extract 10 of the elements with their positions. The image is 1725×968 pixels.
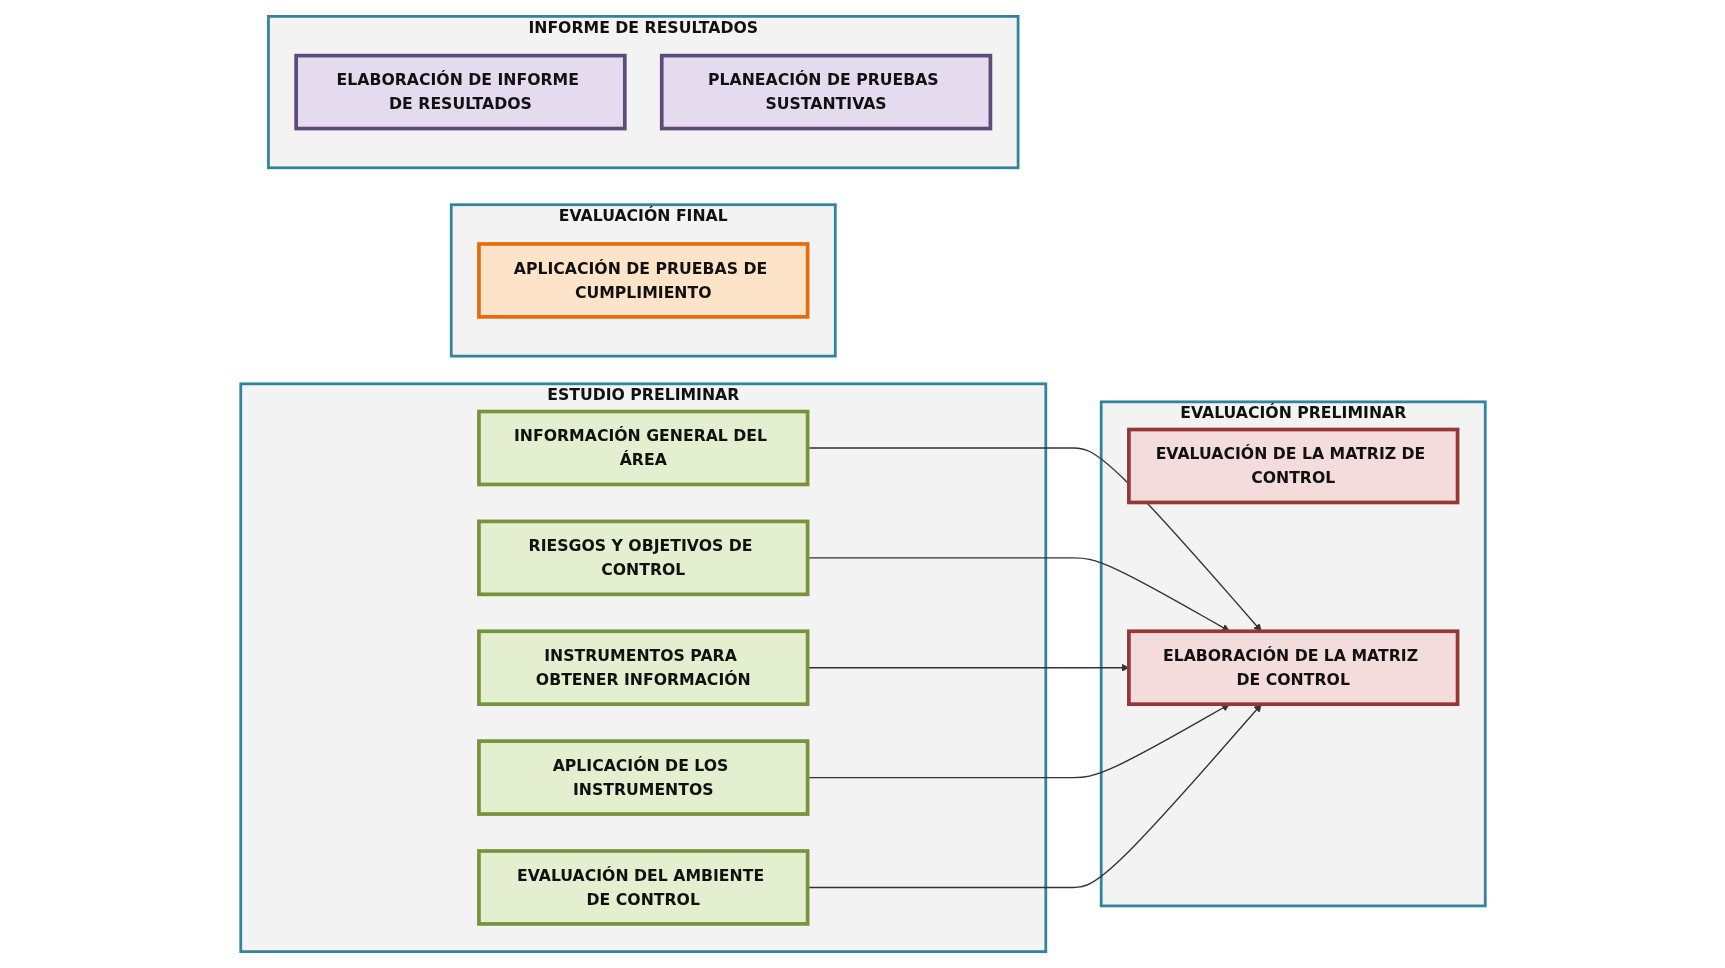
node-box: RIESGOS Y OBJETIVOS DE CONTROL <box>476 519 809 597</box>
node-box: EVALUACIÓN DEL AMBIENTE DE CONTROL <box>476 849 809 926</box>
node-box: INFORMACIÓN GENERAL DEL ÁREA <box>476 409 809 487</box>
node-box: APLICACIÓN DE LOS INSTRUMENTOS <box>476 739 809 816</box>
node-box: INSTRUMENTOS PARA OBTENER INFORMACIÓN <box>476 629 809 707</box>
node-box: APLICACIÓN DE PRUEBAS DE CUMPLIMIENTO <box>476 242 809 319</box>
node-box: PLANEACIÓN DE PRUEBAS SUSTANTIVAS <box>659 53 992 131</box>
node-box: ELABORACIÓN DE LA MATRIZ DE CONTROL <box>1126 629 1459 707</box>
node-box: EVALUACIÓN DE LA MATRIZ DE CONTROL <box>1126 427 1459 505</box>
node-box: ELABORACIÓN DE INFORME DE RESULTADOS <box>293 53 627 131</box>
